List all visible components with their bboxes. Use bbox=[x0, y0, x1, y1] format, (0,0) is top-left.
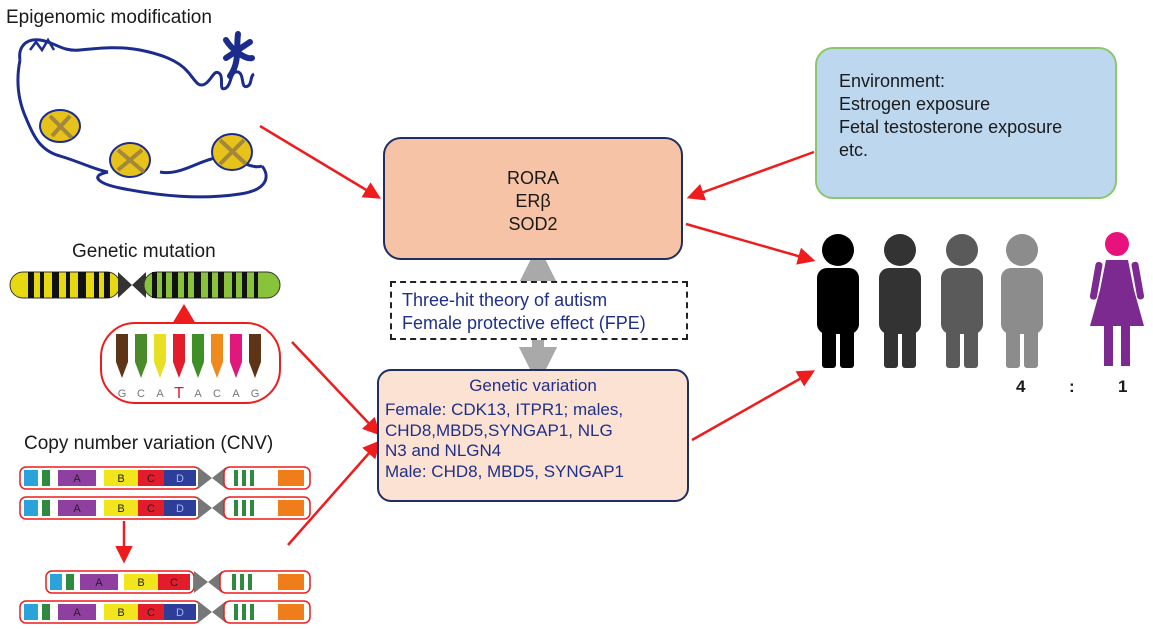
dna-letter: T bbox=[174, 385, 184, 402]
epigenomic-chromatin-illustration bbox=[16, 31, 268, 199]
cnv-letter: B bbox=[117, 607, 124, 619]
cnv-letter: B bbox=[137, 577, 144, 589]
gene-line: SOD2 bbox=[508, 214, 558, 234]
ratio-male: 4 bbox=[1016, 377, 1026, 396]
cnv-letter: B bbox=[117, 503, 124, 515]
dna-letter: A bbox=[194, 388, 202, 400]
female-figure bbox=[1089, 232, 1145, 366]
cnv-letter: A bbox=[73, 503, 81, 515]
mutation-chromosome bbox=[9, 271, 281, 324]
cnv-letter: A bbox=[73, 473, 81, 485]
dna-letter: C bbox=[137, 388, 145, 400]
cnv-letter: C bbox=[147, 607, 155, 619]
cnv-letter: B bbox=[117, 473, 124, 485]
cnv-letter: A bbox=[95, 577, 103, 589]
environment-line: Environment: bbox=[839, 71, 946, 91]
arrow-environment-to-central bbox=[686, 150, 815, 201]
cnv-letter: D bbox=[176, 607, 184, 619]
theory-box: Three-hit theory of autism Female protec… bbox=[390, 281, 688, 340]
cnv-letter: C bbox=[170, 577, 178, 589]
genetic-variation-box: Genetic variation Female: CDK13, ITPR1; … bbox=[377, 369, 689, 502]
genetic-variation-line: Male: CHD8, MBD5, SYNGAP1 bbox=[385, 461, 625, 481]
theory-line: Three-hit theory of autism bbox=[402, 290, 608, 310]
environment-line: Estrogen exposure bbox=[839, 94, 991, 114]
cnv-letter: D bbox=[176, 473, 184, 485]
cnv-label: Copy number variation (CNV) bbox=[24, 433, 274, 454]
arrow-central-to-people bbox=[685, 222, 816, 265]
cnv-letter: D bbox=[176, 503, 184, 515]
ratio-separator: : bbox=[1069, 377, 1075, 396]
cnv-chromosomes bbox=[19, 466, 311, 624]
dna-letter: A bbox=[232, 388, 240, 400]
dna-letter: G bbox=[251, 388, 260, 400]
environment-box: Environment: Estrogen exposure Fetal tes… bbox=[815, 47, 1117, 199]
genetic-variation-line: Female: CDK13, ITPR1; males, bbox=[385, 400, 624, 419]
dna-letters: G C A T A C A G bbox=[118, 385, 260, 402]
genetic-variation-line: CHD8,MBD5,SYNGAP1, NLG bbox=[385, 420, 613, 440]
theory-line: Female protective effect (FPE) bbox=[402, 313, 646, 333]
epigenomic-label: Epigenomic modification bbox=[6, 7, 212, 28]
arrow-genvar-to-people bbox=[691, 370, 816, 442]
genetic-variation-title: Genetic variation bbox=[469, 376, 597, 395]
cnv-letters: A B C D A B C D A B C A B C D bbox=[73, 473, 184, 619]
dna-sequence-illustration bbox=[100, 322, 281, 404]
central-genes-box: RORA ERβ SOD2 bbox=[383, 137, 683, 260]
dna-letter: G bbox=[118, 388, 127, 400]
arrow-mutation-to-genvar bbox=[291, 341, 381, 436]
dna-letter: C bbox=[213, 388, 221, 400]
environment-line: Fetal testosterone exposure bbox=[839, 117, 1063, 137]
arrow-epigenomic-to-central bbox=[259, 124, 381, 199]
gene-line: ERβ bbox=[515, 191, 551, 211]
male-figures bbox=[817, 234, 1043, 368]
genetic-mutation-label: Genetic mutation bbox=[72, 241, 216, 262]
ratio-female: 1 bbox=[1118, 377, 1128, 396]
arrows bbox=[259, 124, 816, 546]
cnv-letter: C bbox=[147, 473, 155, 485]
environment-line: etc. bbox=[839, 140, 869, 160]
genetic-variation-line: N3 and NLGN4 bbox=[385, 441, 502, 460]
dna-letter: A bbox=[156, 388, 164, 400]
gene-line: RORA bbox=[506, 168, 559, 188]
cnv-letter: A bbox=[73, 607, 81, 619]
arrow-cnv-to-genvar bbox=[287, 440, 381, 546]
cnv-letter: C bbox=[147, 503, 155, 515]
